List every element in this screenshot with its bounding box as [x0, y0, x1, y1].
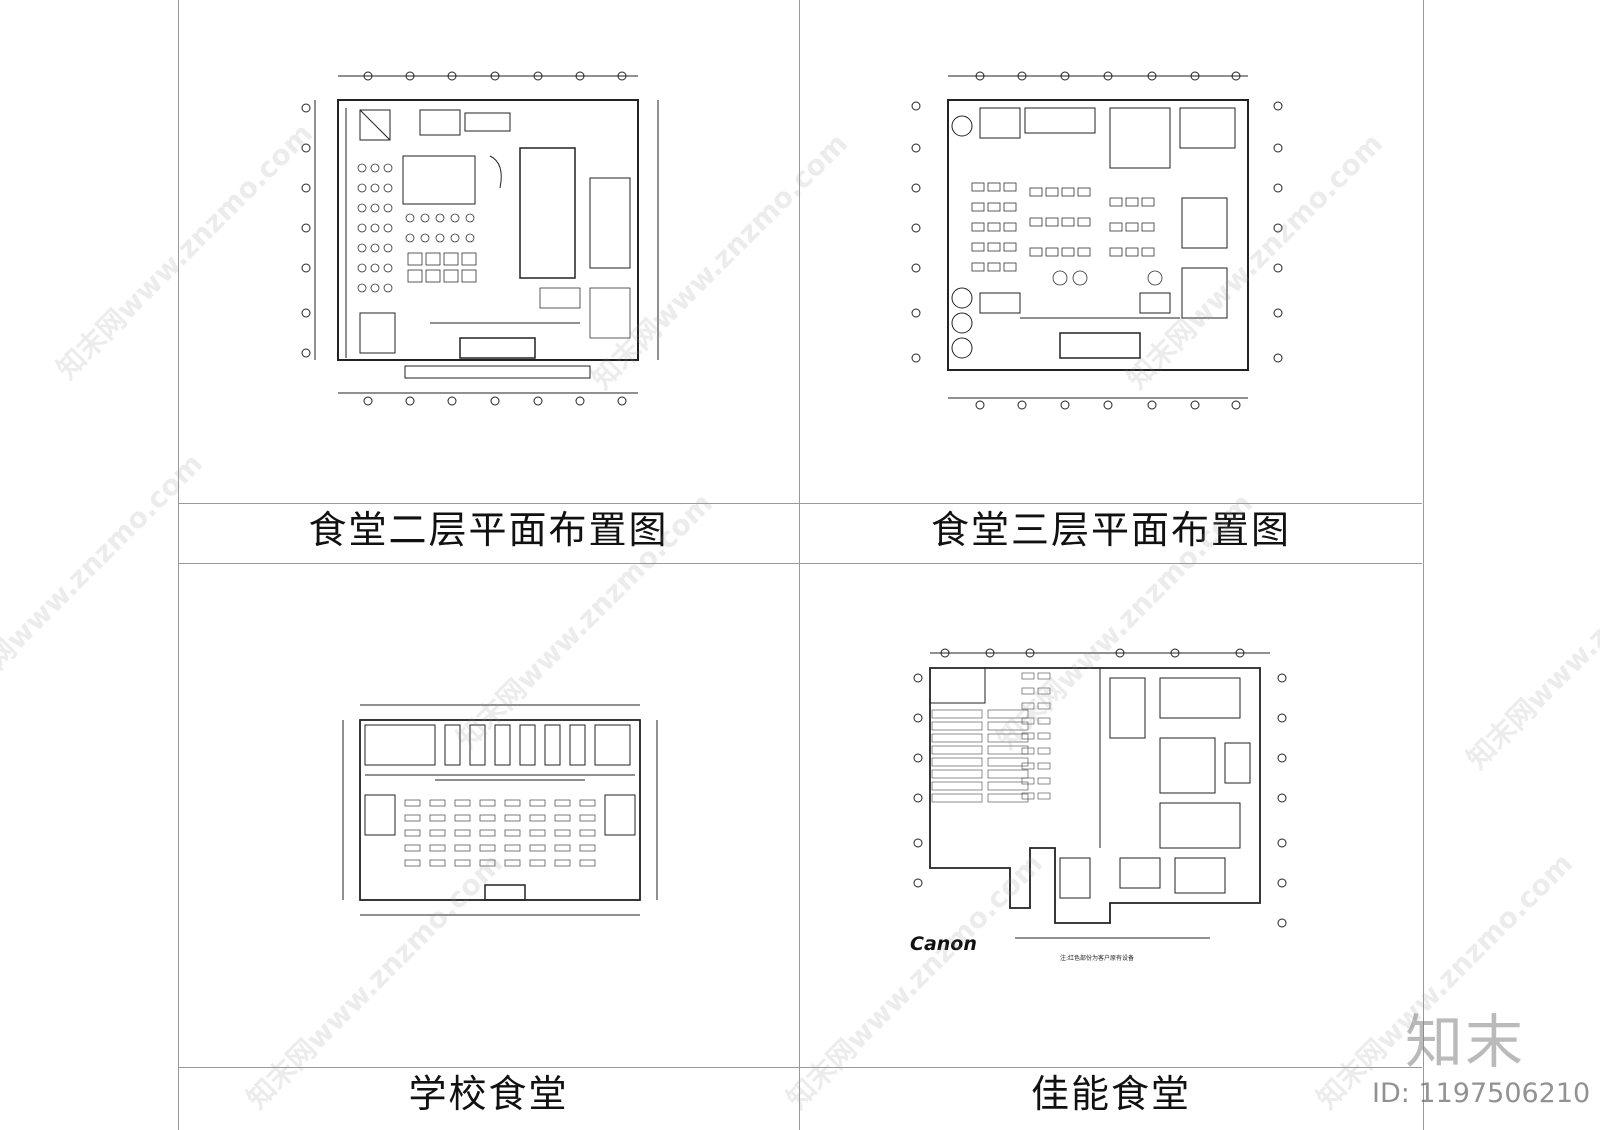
drawing-sheet — [178, 0, 1424, 1130]
image-id-label: ID: 1197506210 — [1372, 1078, 1591, 1109]
caption-canteen-3f: 食堂三层平面布置图 — [930, 508, 1291, 552]
canon-logo: Canon — [910, 933, 977, 955]
panel-divider-vertical — [799, 0, 800, 1130]
canon-plan-note: 注:红色部份为客户原有设备 — [1060, 954, 1134, 962]
floor-plan-canon-drawing: Canon 注:红色部份为客户原有设备 — [910, 648, 1287, 962]
panel-divider-horizontal — [178, 563, 1422, 564]
caption-canteen-2f: 食堂二层平面布置图 — [308, 508, 669, 552]
caption-school-canteen: 学校食堂 — [408, 1072, 569, 1116]
brand-logo: 知末 — [1405, 1008, 1526, 1076]
floor-plan-3f-drawing — [911, 71, 1283, 410]
watermark-text: 知末网www.znzmo.com — [1460, 506, 1600, 776]
caption-divider-top — [178, 503, 1422, 504]
caption-canon-canteen: 佳能食堂 — [1030, 1072, 1191, 1116]
caption-divider-bottom — [178, 1067, 1422, 1068]
floor-plan-2f-drawing — [301, 71, 659, 406]
floor-plan-school-drawing — [342, 704, 658, 916]
